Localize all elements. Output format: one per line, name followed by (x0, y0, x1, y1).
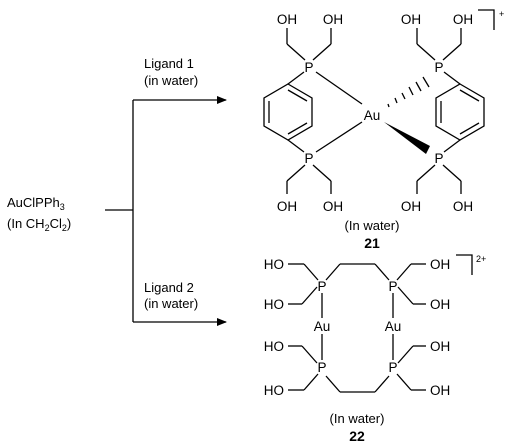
route-2-condition: (in water) (144, 296, 198, 311)
p-atom-lower-right: P (434, 151, 443, 166)
charge-bracket-22 (456, 254, 473, 275)
p-atom-upper-left: P (317, 279, 326, 294)
reactant-solvent: (In CH2Cl2) (7, 216, 71, 233)
route-1-ligand: Ligand 1 (144, 56, 194, 71)
ho-label: HO (264, 383, 284, 398)
ho-label: HO (264, 339, 284, 354)
reactant: AuClPPh3 (In CH2Cl2) (7, 195, 71, 233)
oh-label: OH (401, 12, 421, 27)
product-22-number: 22 (349, 428, 365, 444)
right-benzene-ring (435, 83, 485, 141)
p-atom-lower-left: P (304, 151, 313, 166)
p-atom-upper-right: P (388, 279, 397, 294)
oh-label: OH (323, 199, 343, 214)
oh-label: OH (453, 12, 473, 27)
p-atom-upper-right: P (434, 60, 443, 75)
oh-label: OH (453, 199, 473, 214)
p-atom-upper-left: P (304, 60, 313, 75)
oh-label: OH (430, 257, 450, 272)
product-21-medium: (In water) (345, 218, 400, 233)
route-1-label: Ligand 1 (in water) (144, 56, 198, 88)
route-1-condition: (in water) (144, 73, 198, 88)
product-22-structure: P P P P Au Au HO HO OH OH (264, 254, 487, 444)
oh-label: OH (323, 12, 343, 27)
ho-label: HO (264, 257, 284, 272)
au-atom-21: Au (364, 108, 381, 123)
reactant-name: AuClPPh3 (7, 195, 65, 212)
charge-21: + (499, 9, 504, 19)
product-22-medium: (In water) (330, 411, 385, 426)
oh-label: OH (277, 199, 297, 214)
ho-label: HO (264, 297, 284, 312)
au-atom-right: Au (385, 319, 402, 334)
branch-arrows (105, 96, 227, 326)
oh-label: OH (430, 383, 450, 398)
oh-label: OH (430, 339, 450, 354)
route-2-label: Ligand 2 (in water) (144, 280, 198, 311)
charge-22: 2+ (476, 254, 486, 264)
route-2-ligand: Ligand 2 (144, 280, 194, 295)
product-21-number: 21 (364, 235, 380, 251)
p-atom-lower-left: P (317, 360, 326, 375)
oh-label: OH (277, 12, 297, 27)
oh-label: OH (401, 199, 421, 214)
oh-label: OH (430, 297, 450, 312)
hashed-bond (387, 76, 430, 108)
p-atom-lower-right: P (388, 360, 397, 375)
wedge-bond (384, 122, 430, 154)
left-benzene-ring (263, 83, 313, 141)
au-atom-left: Au (314, 319, 331, 334)
charge-bracket-21 (478, 9, 495, 30)
product-21-structure: P P P P Au OH OH OH OH (263, 9, 504, 251)
